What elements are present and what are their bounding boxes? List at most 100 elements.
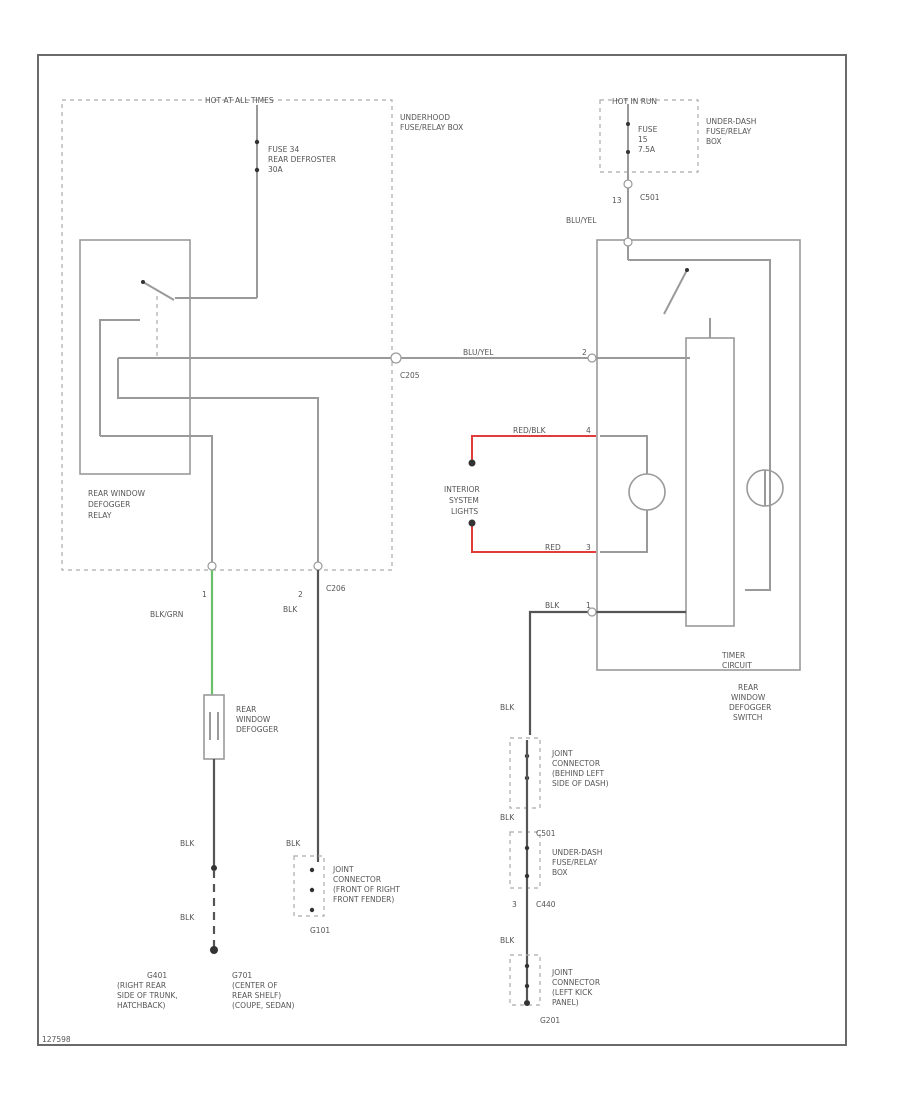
blk-c-label: BLK (286, 839, 301, 848)
g401-desc-1: (RIGHT REAR (117, 981, 166, 990)
joint-behind-label-2: CONNECTOR (552, 759, 600, 768)
underdash-top-label-3: BOX (706, 137, 722, 146)
c501-bottom-label: C501 (536, 829, 556, 838)
switch-label-2: WINDOW (731, 693, 766, 702)
left-lamp-bottom-wire (600, 510, 648, 553)
c205-label: C205 (400, 371, 420, 380)
relay-switch-pivot (141, 280, 145, 284)
joint-front-label-1: JOINT (332, 865, 354, 874)
g401-desc-2: SIDE OF TRUNK, (117, 991, 178, 1000)
g201-label: G201 (540, 1016, 560, 1025)
relay-output-wire (100, 435, 213, 563)
joint-front-label-2: CONNECTOR (333, 875, 381, 884)
joint-connector-kick-panel (509, 954, 541, 1006)
switch-contact (663, 269, 688, 315)
blu-yel-mid-label: BLU/YEL (463, 348, 494, 357)
red-blk-wire (471, 435, 596, 463)
fuse34-label-1: FUSE 34 (268, 145, 299, 154)
fuse34-label-3: 30A (268, 165, 284, 174)
defogger-ground-splice (211, 865, 217, 871)
blk-right-wire-label: BLK (545, 601, 560, 610)
relay-pin1-connector (207, 561, 217, 571)
underdash-bottom-label-1: UNDER-DASH (552, 848, 602, 857)
c440-label: C440 (536, 900, 556, 909)
fuse34-label-2: REAR DEFROSTER (268, 155, 336, 164)
g401-label: G401 (147, 971, 167, 980)
hot-in-run-label: HOT IN RUN (612, 97, 657, 106)
timer-circuit-block (685, 337, 735, 627)
switch-pin2-connector (587, 353, 597, 363)
g101-label: G101 (310, 926, 330, 935)
joint-kick-label-2: CONNECTOR (552, 978, 600, 987)
hot-at-all-times-label: HOT AT ALL TIMES (205, 96, 274, 105)
relay-loop-left (99, 319, 140, 436)
switch-input-connector (623, 237, 633, 247)
blk-a-label: BLK (180, 839, 195, 848)
c205-connector (390, 352, 402, 364)
red-blk-terminal (468, 459, 476, 467)
page-id: 127598 (42, 1035, 71, 1044)
left-lamp-top-wire (600, 435, 648, 474)
g101-ground-point (309, 907, 315, 913)
relay-pin2-label: 2 (298, 590, 303, 599)
relay-pin1-label: 1 (202, 590, 207, 599)
g401-ground-point (210, 946, 218, 954)
underhood-box-label-1: UNDERHOOD (400, 113, 450, 122)
fuse15-label-2: 15 (638, 135, 648, 144)
g701-desc-1: (CENTER OF (232, 981, 278, 990)
g701-desc-3: (COUPE, SEDAN) (232, 1001, 294, 1010)
defogger-label-3: DEFOGGER (236, 725, 278, 734)
joint-behind-label-4: SIDE OF DASH) (552, 779, 609, 788)
c501-top-label: C501 (640, 193, 660, 202)
red-pin-label: 3 (586, 543, 591, 552)
blu-yel-pin-label: 2 (582, 348, 587, 357)
rear-window-defogger-element (203, 694, 225, 760)
blk-left-label: BLK (283, 605, 298, 614)
c501-bottom-terminal (524, 845, 530, 851)
interior-lights-label-1: INTERIOR (444, 485, 480, 494)
switch-label-4: SWITCH (733, 713, 762, 722)
blk-grn-label: BLK/GRN (150, 610, 183, 619)
joint-kick-label-1: JOINT (551, 968, 573, 977)
underdash-box-bottom-outline (509, 831, 541, 889)
g201-ground-point (524, 1000, 530, 1006)
joint-behind-label-3: (BEHIND LEFT (552, 769, 605, 778)
switch-pivot (685, 268, 689, 272)
underdash-top-label-2: FUSE/RELAY (706, 127, 752, 136)
red-wire-label: RED (545, 543, 561, 552)
switch-indicator-lamp-left (628, 473, 666, 511)
switch-supply-loop (628, 259, 771, 591)
switch-label-1: REAR (738, 683, 758, 692)
red-blk-pin-label: 4 (586, 426, 591, 435)
fuse15-bottom-terminal (626, 150, 630, 154)
relay-ground-wire (117, 358, 319, 563)
timer-label-1: TIMER (721, 651, 745, 660)
blk-r1-label: BLK (500, 703, 515, 712)
switch-ground-wire (528, 610, 686, 735)
red-blk-wire-label: RED/BLK (513, 426, 547, 435)
joint-connector-behind-dash (509, 737, 541, 809)
defogger-grid-lines (209, 712, 219, 740)
relay-label-2: DEFOGGER (88, 500, 130, 509)
joint-kick-label-4: PANEL) (552, 998, 579, 1007)
relay-label-3: RELAY (88, 511, 112, 520)
g701-desc-2: REAR SHELF) (232, 991, 281, 1000)
defogger-switch-box (596, 239, 801, 671)
fuse15-top-terminal (626, 122, 630, 126)
joint-kick-terminal-1 (524, 963, 530, 969)
switch-pin1-connector (587, 607, 597, 617)
fuse15-label-3: 7.5A (638, 145, 656, 154)
red-terminal (468, 519, 476, 527)
joint-behind-label-1: JOINT (551, 749, 573, 758)
interior-lights-label-3: LIGHTS (451, 507, 478, 516)
underdash-bottom-label-3: BOX (552, 868, 568, 877)
underdash-box-top-outline (599, 99, 699, 173)
red-wire (471, 523, 596, 553)
interior-lights-label-2: SYSTEM (449, 496, 479, 505)
outer-frame (37, 54, 847, 1046)
fuse34-top-terminal (254, 139, 260, 145)
joint-kick-label-3: (LEFT KICK (552, 988, 593, 997)
timer-label-2: CIRCUIT (722, 661, 752, 670)
